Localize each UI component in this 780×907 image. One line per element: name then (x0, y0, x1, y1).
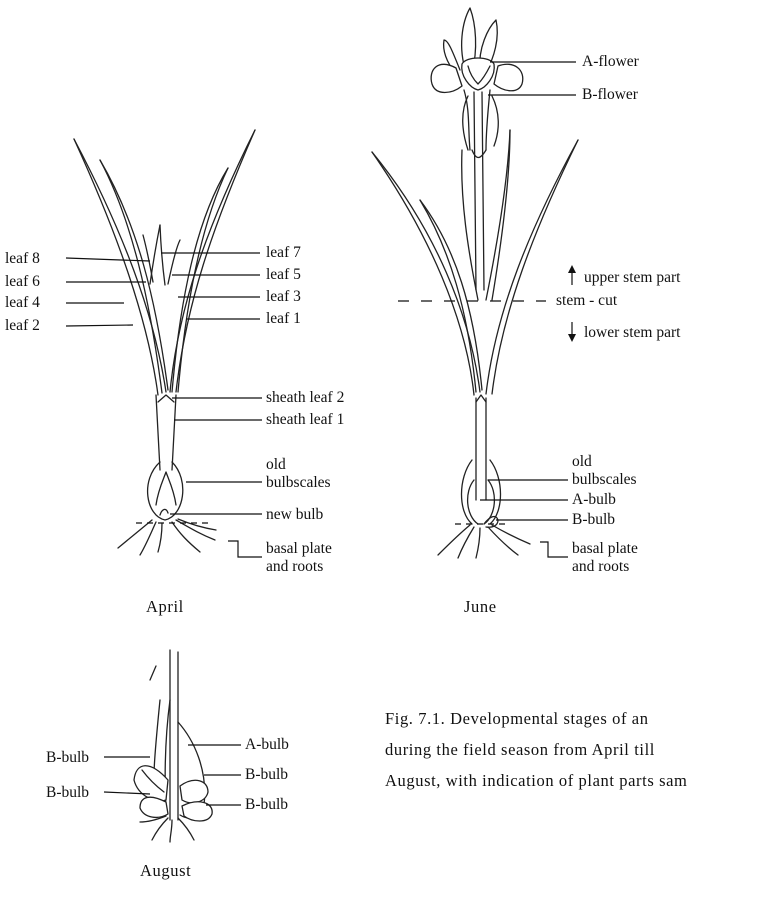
label-upper-stem-part: upper stem part (584, 269, 681, 286)
label-leaf4: leaf 4 (5, 294, 40, 311)
label-sheath-leaf2: sheath leaf 2 (266, 389, 344, 406)
label-leaf6: leaf 6 (5, 273, 40, 290)
label-bulbscales-april: bulbscales (266, 474, 331, 491)
label-leaf8: leaf 8 (5, 250, 40, 267)
june-plant-drawing (372, 8, 578, 558)
title-april: April (146, 597, 184, 616)
label-leaf3: leaf 3 (266, 288, 301, 305)
label-bulbscales-june: bulbscales (572, 471, 637, 488)
label-leaf5: leaf 5 (266, 266, 301, 283)
label-august-b-bulb-right1: B-bulb (245, 766, 288, 783)
label-basal-plate-june: basal plate (572, 540, 638, 557)
caption-line-3: August, with indication of plant parts s… (385, 771, 687, 790)
label-new-bulb: new bulb (266, 506, 324, 523)
title-june: June (464, 597, 497, 616)
caption-line-1: Fig. 7.1. Developmental stages of an (385, 709, 649, 728)
label-a-flower: A-flower (582, 53, 640, 70)
label-leaf1: leaf 1 (266, 310, 301, 327)
label-old-june: old (572, 453, 592, 470)
basal-plate-june-bracket (540, 542, 568, 557)
label-august-b-bulb-left1: B-bulb (46, 749, 89, 766)
label-lower-stem-part: lower stem part (584, 324, 681, 341)
label-b-flower: B-flower (582, 86, 639, 103)
label-basal-plate-april: basal plate (266, 540, 332, 557)
caption-line-2: during the field season from April till (385, 740, 655, 759)
down-arrow-icon (568, 322, 576, 342)
label-leaf7: leaf 7 (266, 244, 301, 261)
label-and-roots-june: and roots (572, 558, 629, 575)
label-old-april: old (266, 456, 286, 473)
label-august-b-bulb-left2: B-bulb (46, 784, 89, 801)
label-stem-cut: stem - cut (556, 292, 618, 309)
august-plant-drawing (134, 650, 212, 842)
label-leaf2: leaf 2 (5, 317, 40, 334)
label-a-bulb-june: A-bulb (572, 491, 616, 508)
label-august-a-bulb: A-bulb (245, 736, 289, 753)
label-b-bulb-june: B-bulb (572, 511, 615, 528)
label-sheath-leaf1: sheath leaf 1 (266, 411, 344, 428)
basal-plate-bracket (228, 541, 262, 557)
title-august: August (140, 861, 191, 880)
label-august-b-bulb-right2: B-bulb (245, 796, 288, 813)
up-arrow-icon (568, 265, 576, 285)
label-and-roots-april: and roots (266, 558, 323, 575)
april-plant-drawing (74, 130, 255, 555)
leaf2-leader (66, 325, 133, 326)
